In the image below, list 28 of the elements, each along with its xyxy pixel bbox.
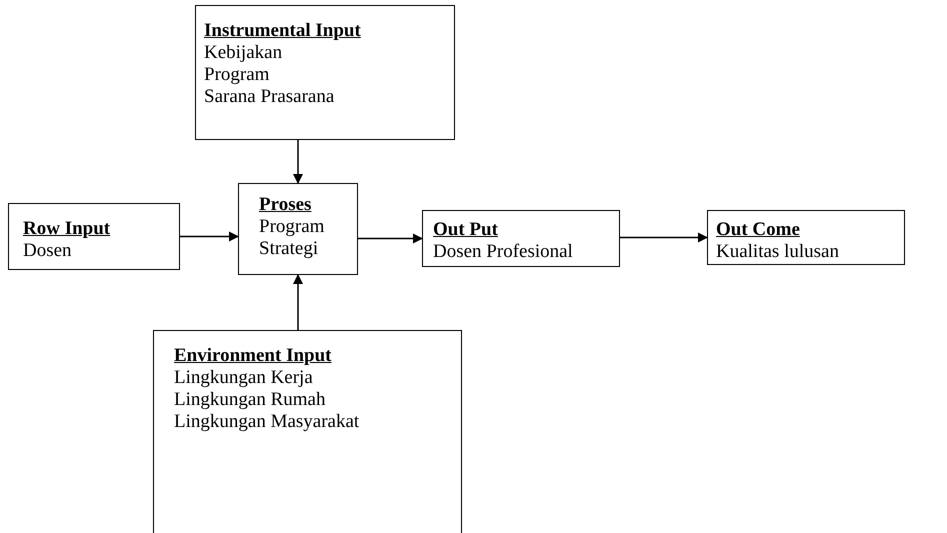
arrow: [358, 234, 423, 244]
box-item: Lingkungan Masyarakat: [174, 411, 360, 433]
text-box: [707, 210, 905, 265]
box-heading: Out Come: [716, 219, 800, 241]
box-heading: Out Put: [433, 219, 498, 241]
text-box: [153, 330, 462, 533]
arrow: [180, 232, 239, 242]
text-box: [238, 183, 358, 275]
box-item: Program: [259, 216, 324, 238]
text-box: [422, 210, 620, 267]
box-item: Dosen Profesional: [433, 241, 573, 263]
box-item: Lingkungan Kerja: [174, 367, 313, 389]
box-item: Kualitas lulusan: [716, 241, 839, 263]
box-item: Lingkungan Rumah: [174, 389, 326, 411]
box-heading: Proses: [259, 194, 312, 216]
text-box: [195, 5, 455, 140]
box-item: Sarana Prasarana: [204, 86, 334, 108]
arrow: [293, 140, 303, 184]
box-item: Kebijakan: [204, 42, 282, 64]
box-item: Program: [204, 64, 270, 86]
box-item: Dosen: [23, 240, 72, 262]
box-item: Strategi: [259, 238, 318, 260]
text-box: [8, 203, 180, 270]
box-heading: Instrumental Input: [204, 20, 361, 42]
arrow: [620, 232, 708, 242]
box-heading: Environment Input: [174, 345, 332, 367]
box-heading: Row Input: [23, 218, 110, 240]
arrow: [293, 274, 303, 330]
